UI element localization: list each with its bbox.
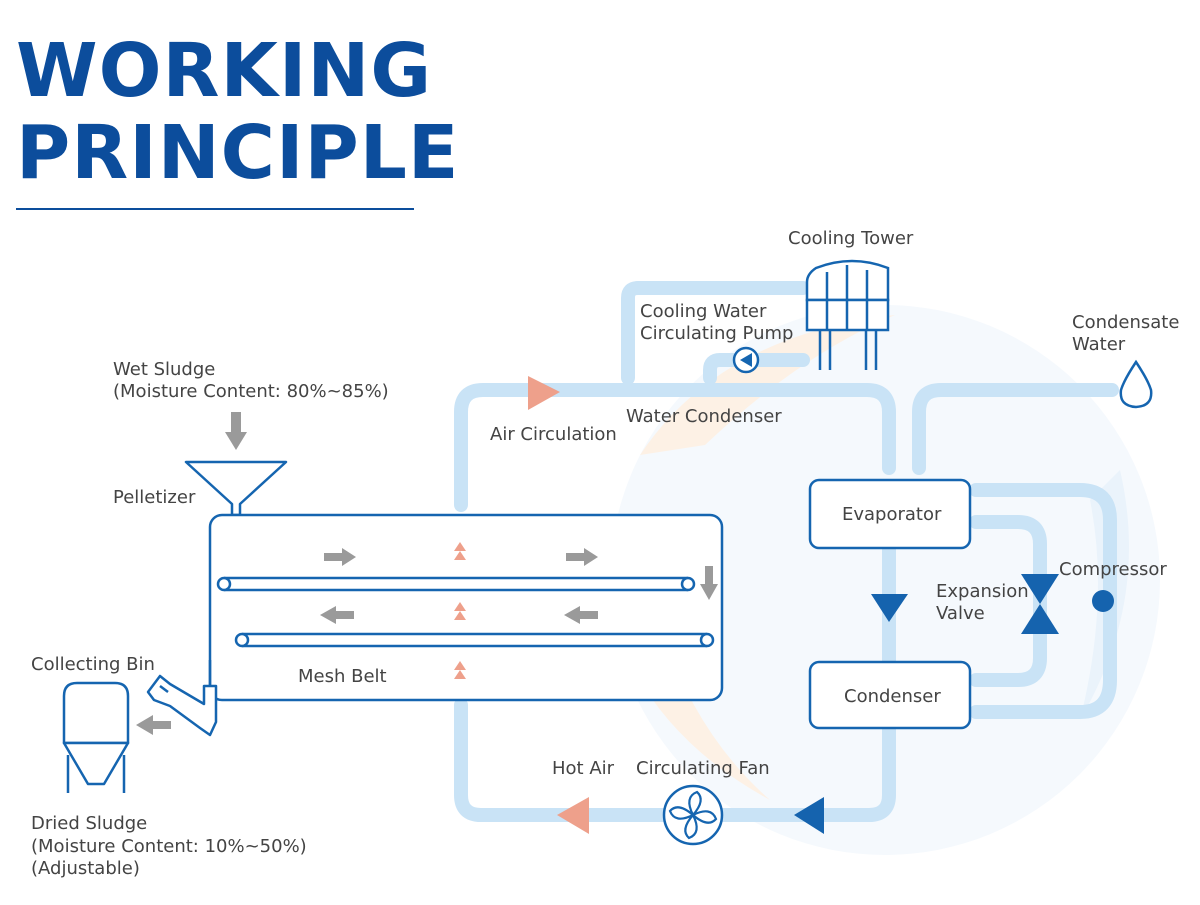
mesh-belt-upper	[216, 576, 696, 592]
page-title: WORKING PRINCIPLE	[16, 30, 459, 194]
label-expansion-valve-line-2: Valve	[936, 603, 985, 624]
refrigerant-flow-arrow-icon	[871, 594, 908, 622]
compressor-icon	[1092, 590, 1114, 612]
title-line-2: PRINCIPLE	[16, 110, 460, 196]
dryer-chamber	[208, 513, 724, 702]
label-dried-sludge-line-3: (Adjustable)	[31, 858, 140, 879]
cooling-water-pipe	[621, 281, 810, 385]
material-flow-right-arrow-icon	[566, 548, 598, 566]
label-circulating-fan: Circulating Fan	[636, 758, 770, 779]
title-underline	[16, 208, 414, 210]
expansion-valve-icon	[1021, 574, 1059, 634]
label-compressor: Compressor	[1059, 559, 1167, 580]
label-water-condenser: Water Condenser	[626, 406, 782, 427]
label-air-circulation: Air Circulation	[490, 424, 617, 445]
mesh-belt-lower	[234, 632, 715, 648]
discharge-arrow-icon	[136, 715, 171, 735]
pelletizer-hopper-icon	[184, 460, 288, 517]
water-drop-icon	[1119, 359, 1153, 409]
label-cooling-tower: Cooling Tower	[788, 228, 914, 249]
pump-pipe	[703, 353, 810, 385]
hot-air-rising-arrow-icon	[454, 602, 466, 620]
label-condensate-water-line-2: Water	[1072, 334, 1126, 355]
label-dried-sludge-line-2: (Moisture Content: 10%~50%)	[31, 836, 307, 857]
label-collecting-bin: Collecting Bin	[31, 654, 155, 675]
label-pelletizer: Pelletizer	[113, 487, 196, 508]
label-hot-air: Hot Air	[552, 758, 615, 779]
label-condensate-water-line-1: Condensate	[1072, 312, 1180, 333]
title-line-1: WORKING	[16, 28, 433, 114]
hot-air-rising-arrow-icon	[454, 661, 466, 679]
material-flow-left-arrow-icon	[320, 606, 354, 624]
air-circulation-arrow-icon	[528, 376, 560, 410]
return-flow-arrow-icon	[794, 797, 824, 834]
label-condenser: Condenser	[844, 686, 941, 707]
hot-air-rising-arrow-icon	[454, 542, 466, 560]
label-wet-sludge-line-1: Wet Sludge	[113, 359, 216, 380]
label-mesh-belt: Mesh Belt	[298, 666, 387, 687]
label-cooling-water-pump-line-2: Circulating Pump	[640, 323, 794, 344]
circulating-fan-icon	[662, 784, 724, 846]
circulating-pump-icon	[732, 346, 760, 374]
evaporator-box	[808, 478, 972, 550]
condensate-pipe	[912, 383, 1119, 475]
label-expansion-valve-line-1: Expansion	[936, 581, 1029, 602]
cooling-tower-icon	[805, 259, 890, 370]
collecting-bin-icon	[62, 681, 130, 793]
wet-sludge-input-arrow-icon	[225, 412, 247, 450]
label-cooling-water-pump-line-1: Cooling Water	[640, 301, 767, 322]
discharge-chute-icon	[146, 660, 218, 737]
material-flow-down-arrow-icon	[700, 566, 718, 600]
label-evaporator: Evaporator	[842, 504, 942, 525]
condenser-box	[808, 660, 972, 730]
label-wet-sludge-line-2: (Moisture Content: 80%~85%)	[113, 381, 389, 402]
label-dried-sludge-line-1: Dried Sludge	[31, 813, 148, 834]
air-circulation-pipe	[454, 383, 896, 512]
material-flow-right-arrow-icon	[324, 548, 356, 566]
material-flow-left-arrow-icon	[564, 606, 598, 624]
hot-air-arrow-icon	[557, 797, 589, 834]
